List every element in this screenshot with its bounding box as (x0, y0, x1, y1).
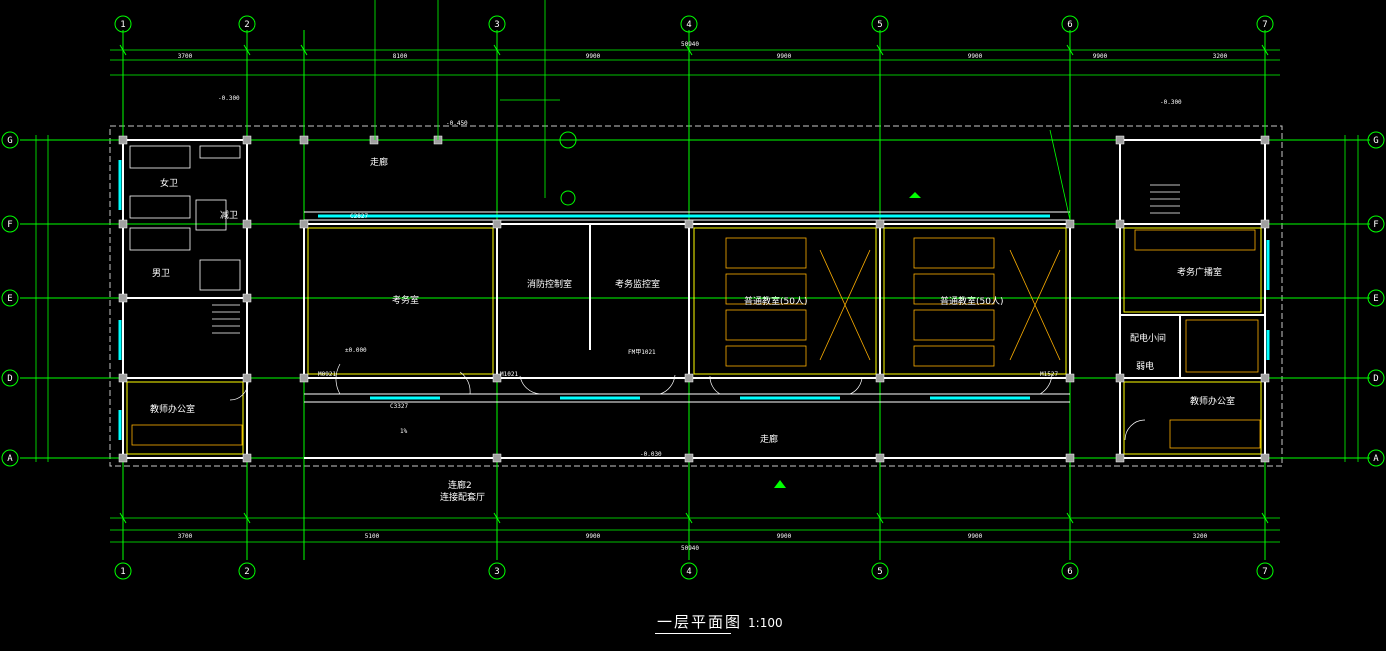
axis-label-left-E: E (7, 294, 12, 304)
axis-label-right-D: D (1373, 374, 1378, 384)
axis-label-top-6: 6 (1067, 20, 1072, 30)
room-label-classroom-1: 普通教室(50人) (744, 295, 807, 307)
axis-label-bottom-1: 1 (120, 567, 125, 577)
axis-label-top-1: 1 (120, 20, 125, 30)
axis-label-top-2: 2 (244, 20, 249, 30)
axis-label-bottom-2: 2 (244, 567, 249, 577)
dim-top-4: 9900 (777, 53, 792, 60)
dim-bottom-1: 3700 (178, 533, 193, 540)
dimension-chains (35, 49, 1359, 543)
leader-lines (374, 0, 1071, 221)
room-label-female-wc: 女卫 (160, 177, 178, 189)
axis-label-left-D: D (7, 374, 12, 384)
window-tag-2: C3327 (390, 403, 408, 410)
room-label-male-wc: 男卫 (152, 268, 170, 279)
axis-label-bottom-7: 7 (1262, 567, 1267, 577)
wall-linings (126, 227, 1262, 455)
elev-bottom: -0.030 (640, 451, 662, 458)
room-label-distribution: 配电小间 (1130, 332, 1166, 344)
room-label-weak-power: 弱电 (1136, 360, 1154, 372)
elev-zero: ±0.000 (345, 347, 367, 354)
room-label-classroom-2: 普通教室(50人) (940, 295, 1003, 307)
elev-neg: -0.450 (446, 120, 468, 127)
room-label-duty: 减卫 (220, 209, 238, 221)
classroom-desks (131, 229, 1261, 449)
axis-label-bottom-3: 3 (494, 567, 499, 577)
axis-label-right-E: E (1373, 294, 1378, 304)
axis-bubbles-bottom (114, 562, 1274, 580)
columns (118, 135, 1270, 463)
axis-label-bottom-5: 5 (877, 567, 882, 577)
dim-overall-top: 50940 (681, 41, 699, 48)
door-tag-1: M0921 (318, 371, 336, 378)
drawing-title-text: 一层平面图 (657, 613, 743, 631)
doors (229, 363, 1146, 441)
room-label-exam-monitor: 考务监控室 (615, 278, 660, 290)
dim-bottom-6: 3200 (1193, 533, 1208, 540)
dim-top-1: 3700 (178, 53, 193, 60)
room-label-upper-corridor: 走廊 (370, 156, 388, 168)
door-tag-4: FM甲1021 (628, 349, 656, 356)
windows (118, 160, 1270, 440)
elev-left: -0.300 (218, 95, 240, 102)
room-label-teacher-office-right: 教师办公室 (1190, 395, 1235, 407)
axis-label-right-A: A (1373, 454, 1379, 464)
dim-bottom-2: 5100 (365, 533, 380, 540)
axis-label-bottom-6: 6 (1067, 567, 1072, 577)
door-tag-2: M1021 (500, 371, 518, 378)
dim-bottom-4: 9900 (777, 533, 792, 540)
room-label-fire-control: 消防控制室 (527, 278, 572, 290)
room-label-gallery: 连廊2 (448, 479, 472, 491)
outer-boundary (109, 125, 1283, 467)
axis-label-top-3: 3 (494, 20, 499, 30)
axis-label-top-5: 5 (877, 20, 882, 30)
dim-top-6: 9900 (1093, 53, 1108, 60)
dim-top-3: 9900 (586, 53, 601, 60)
axis-bubbles-side (1, 131, 1385, 467)
axis-label-bottom-4: 4 (686, 567, 691, 577)
axis-label-top-4: 4 (686, 20, 691, 30)
dim-top-7: 3200 (1213, 53, 1228, 60)
axis-label-top-7: 7 (1262, 20, 1267, 30)
axis-label-right-G: G (1373, 136, 1378, 146)
axis-label-right-F: F (1373, 220, 1378, 230)
stairs (212, 184, 1180, 334)
drawing-title: 一层平面图 1:100 (657, 611, 783, 632)
title-underline (655, 633, 731, 634)
axis-label-left-G: G (7, 136, 12, 146)
elev-right: -0.300 (1160, 99, 1182, 106)
toilet-stalls (129, 145, 241, 291)
window-tag-1: C2827 (350, 213, 368, 220)
dim-bottom-3: 9900 (586, 533, 601, 540)
drawing-scale: 1:100 (748, 616, 783, 630)
dimension-ticks (119, 44, 1269, 524)
door-tag-3: M1527 (1040, 371, 1058, 378)
room-label-corridor: 走廊 (760, 433, 778, 445)
elevation-markers (774, 192, 921, 488)
room-label-exam-broadcast: 考务广播室 (1177, 266, 1222, 278)
axis-label-left-A: A (7, 454, 13, 464)
dim-top-2: 8100 (393, 53, 408, 60)
room-label-exam-room: 考务室 (392, 294, 419, 306)
dim-top-5: 9900 (968, 53, 983, 60)
room-label-gallery-sub: 连接配套厅 (440, 491, 485, 503)
axis-bubbles-top (114, 15, 1274, 33)
elev-slope: 1% (400, 428, 408, 435)
dim-overall-bottom: 50940 (681, 545, 699, 552)
axis-label-left-F: F (7, 220, 12, 230)
room-label-teacher-office-left: 教师办公室 (150, 403, 195, 415)
dim-bottom-5: 9900 (968, 533, 983, 540)
